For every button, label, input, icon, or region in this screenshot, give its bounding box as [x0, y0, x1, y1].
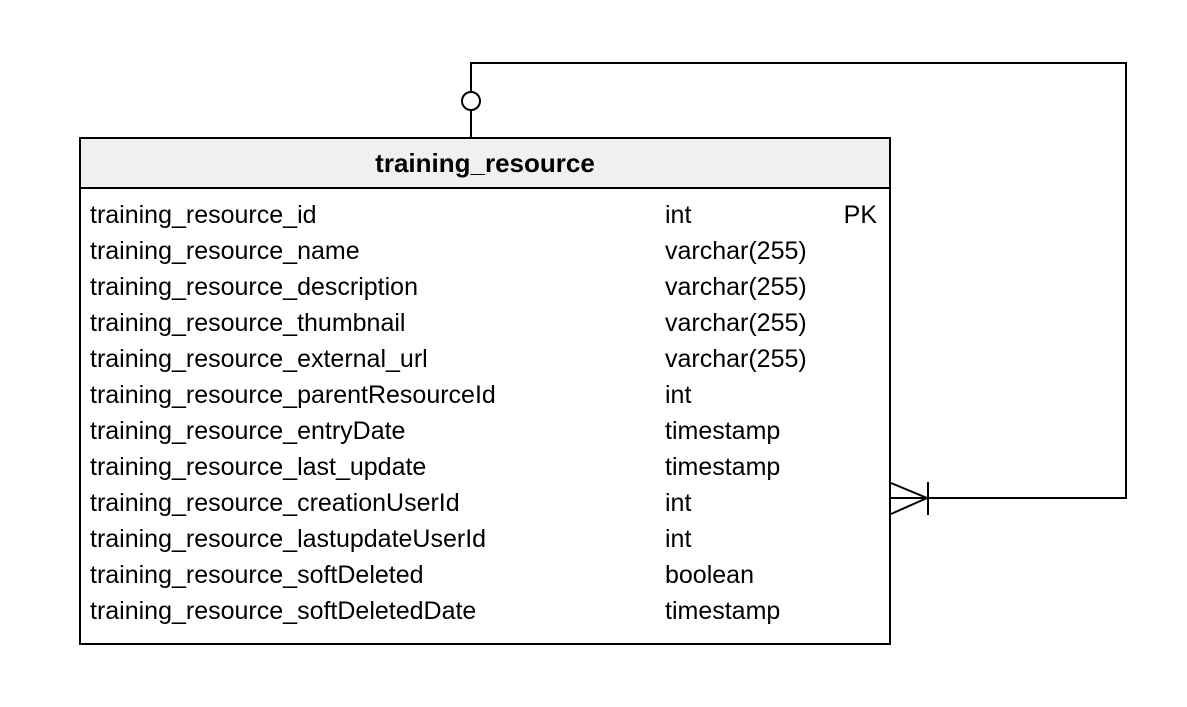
column-type: timestamp — [665, 453, 781, 481]
column-key-badge — [877, 485, 889, 521]
table-row[interactable]: training_resource_last_update timestamp — [81, 449, 889, 485]
column-name: training_resource_name — [90, 237, 360, 265]
table-row[interactable]: training_resource_thumbnail varchar(255) — [81, 305, 889, 341]
column-type: timestamp — [665, 417, 781, 445]
column-type: varchar(255) — [665, 345, 807, 373]
column-key-badge — [877, 557, 889, 593]
column-type: boolean — [665, 561, 754, 589]
column-name: training_resource_external_url — [90, 345, 428, 373]
column-key-badge — [877, 449, 889, 485]
column-type: timestamp — [665, 597, 781, 625]
column-type: int — [665, 201, 692, 229]
column-name: training_resource_thumbnail — [90, 309, 406, 337]
table-row[interactable]: training_resource_entryDate timestamp — [81, 413, 889, 449]
relationship-connector[interactable] — [470, 62, 1127, 499]
column-name: training_resource_creationUserId — [90, 489, 460, 517]
zero-marker-icon — [461, 91, 481, 111]
table-row[interactable]: training_resource_creationUserId int — [81, 485, 889, 521]
table-row[interactable]: training_resource_lastupdateUserId int — [81, 521, 889, 557]
column-type: varchar(255) — [665, 273, 807, 301]
column-key-badge — [877, 305, 889, 341]
column-type: int — [665, 381, 692, 409]
column-key-badge — [877, 233, 889, 269]
column-name: training_resource_id — [90, 201, 317, 229]
column-key-badge — [877, 413, 889, 449]
table-row[interactable]: training_resource_description varchar(25… — [81, 269, 889, 305]
column-name: training_resource_description — [90, 273, 418, 301]
table-row[interactable]: training_resource_softDeleted boolean — [81, 557, 889, 593]
column-key-badge — [877, 341, 889, 377]
table-row[interactable]: training_resource_external_url varchar(2… — [81, 341, 889, 377]
column-name: training_resource_softDeletedDate — [90, 597, 477, 625]
column-key-badge — [877, 377, 889, 413]
column-key-badge: PK — [843, 201, 877, 229]
entity-rows: training_resource_id int PK training_res… — [81, 189, 889, 629]
table-row[interactable]: training_resource_softDeletedDate timest… — [81, 593, 889, 629]
column-type: int — [665, 525, 692, 553]
table-row[interactable]: training_resource_name varchar(255) — [81, 233, 889, 269]
table-row[interactable]: training_resource_parentResourceId int — [81, 377, 889, 413]
column-key-badge — [877, 521, 889, 557]
column-name: training_resource_entryDate — [90, 417, 406, 445]
column-key-badge — [877, 593, 889, 629]
table-row[interactable]: training_resource_id int PK — [81, 197, 889, 233]
column-type: varchar(255) — [665, 237, 807, 265]
column-name: training_resource_softDeleted — [90, 561, 424, 589]
column-type: varchar(255) — [665, 309, 807, 337]
column-name: training_resource_lastupdateUserId — [90, 525, 487, 553]
column-key-badge — [877, 269, 889, 305]
many-marker-icon — [890, 482, 929, 515]
entity-table-training-resource[interactable]: training_resource training_resource_id i… — [79, 137, 891, 645]
column-type: int — [665, 489, 692, 517]
entity-title[interactable]: training_resource — [81, 139, 889, 189]
column-name: training_resource_parentResourceId — [90, 381, 496, 409]
column-name: training_resource_last_update — [90, 453, 427, 481]
